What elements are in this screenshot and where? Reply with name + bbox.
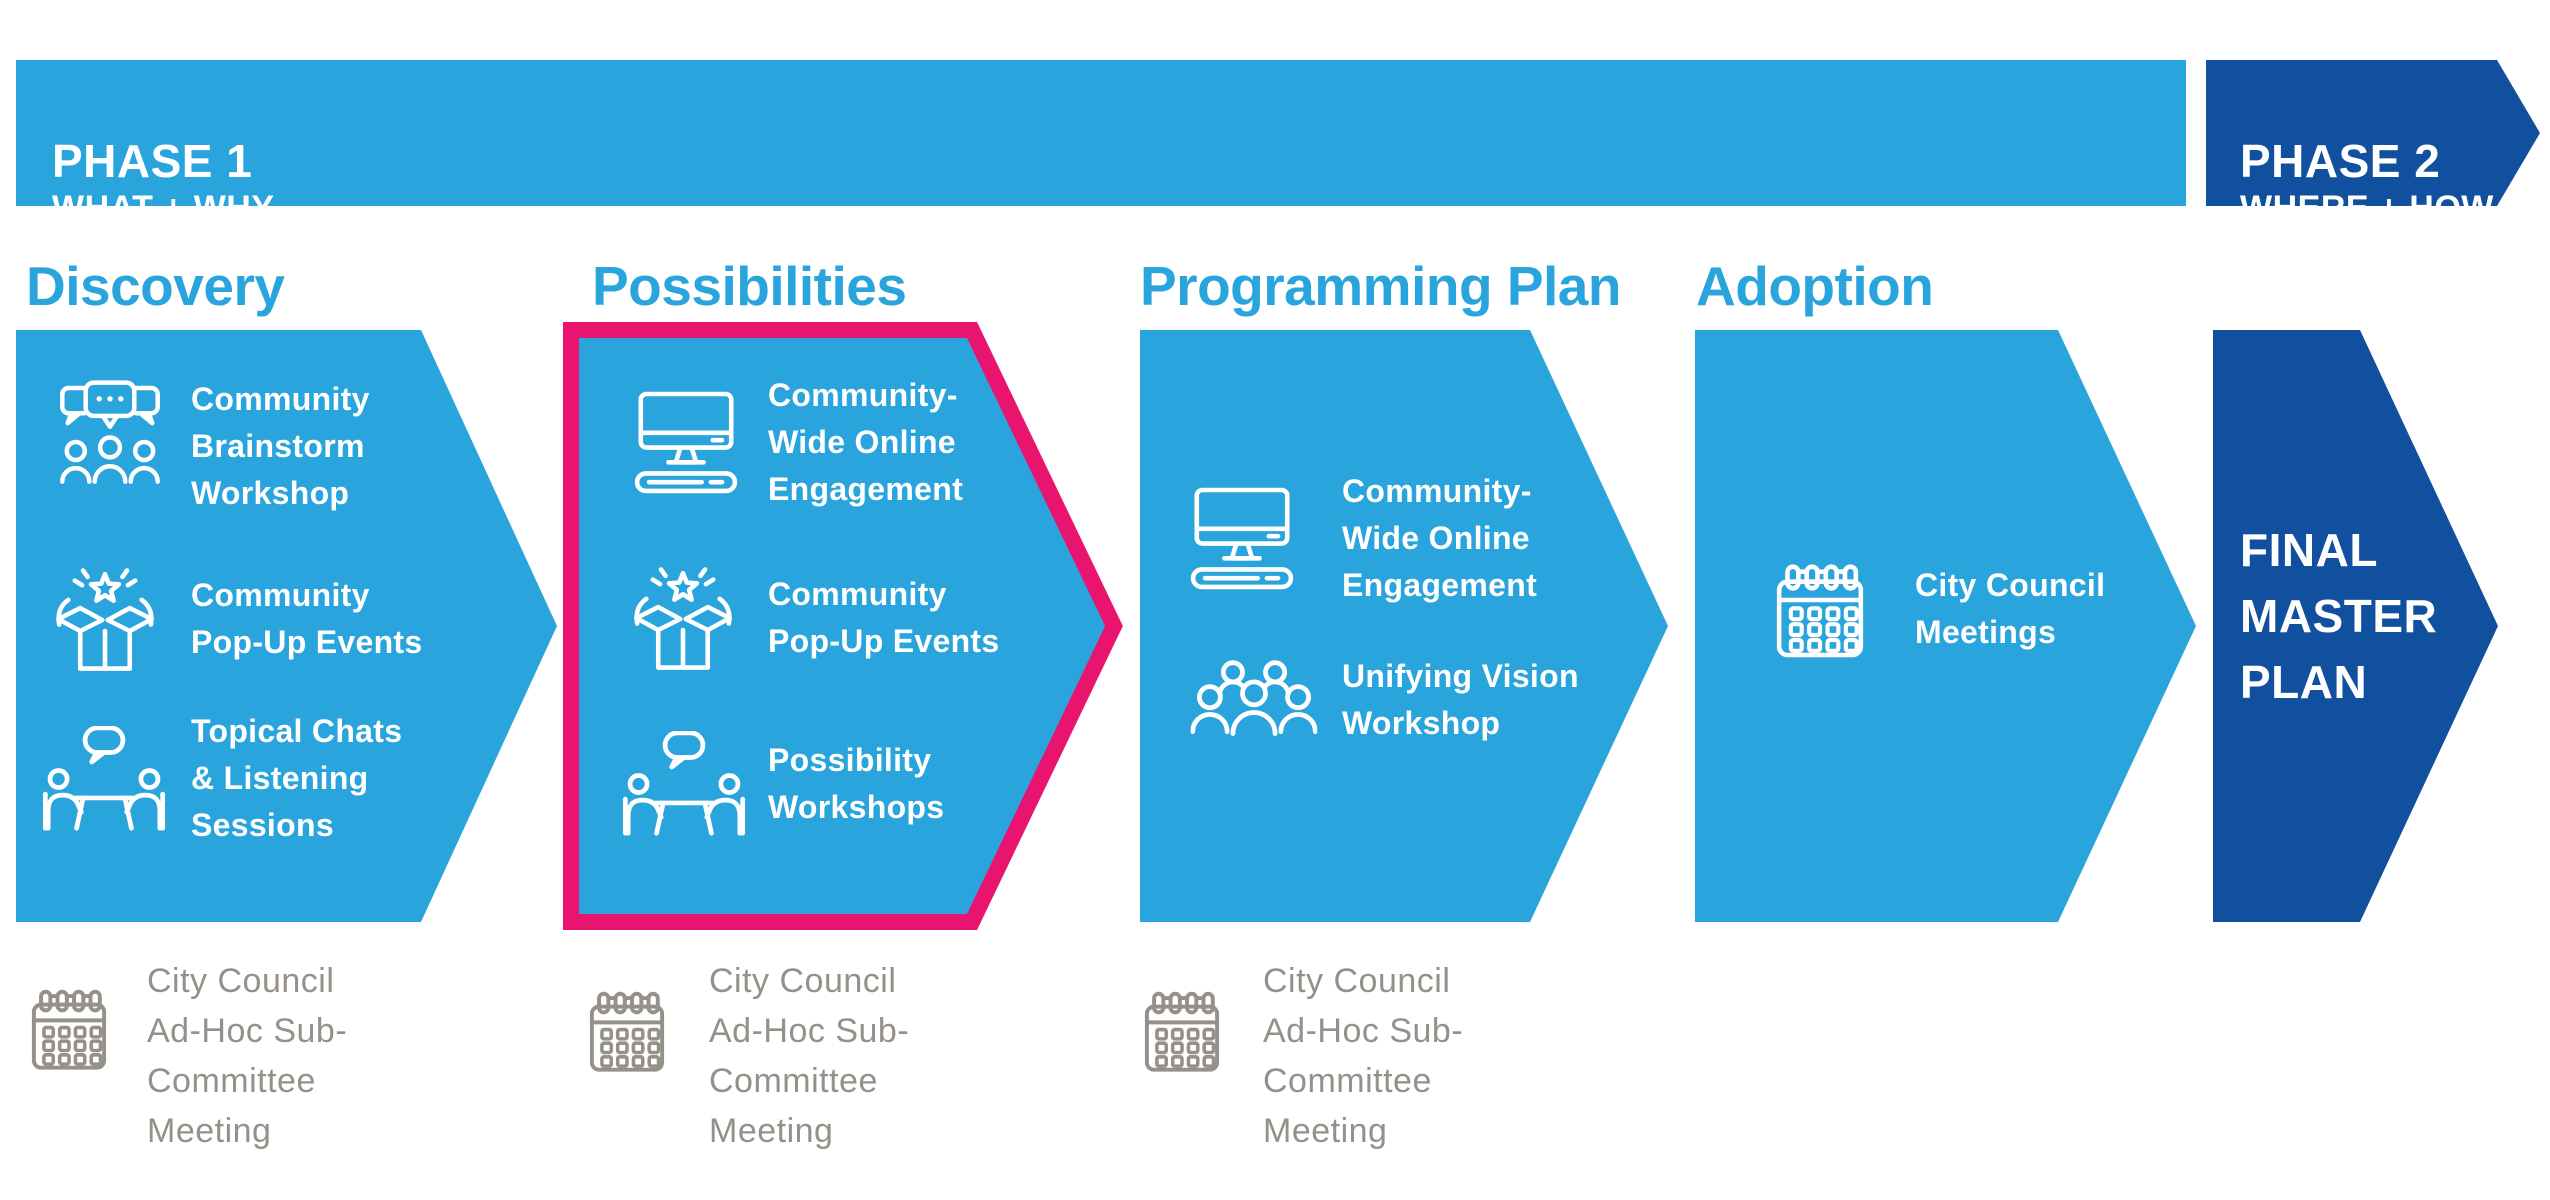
item-label-line: Community bbox=[191, 577, 370, 613]
item-label: Community- Wide Online Engagement bbox=[1342, 468, 1537, 609]
computer-icon bbox=[626, 386, 746, 498]
meeting-note-line: Committee bbox=[147, 1062, 316, 1100]
meeting-note-line: City Council bbox=[1263, 962, 1451, 1000]
heading-adoption: Adoption bbox=[1696, 255, 1934, 317]
item-label-line: Community bbox=[768, 576, 947, 612]
item-label: Community- Wide Online Engagement bbox=[768, 372, 963, 513]
meeting-note-line: Committee bbox=[709, 1062, 878, 1100]
item-label-line: Community bbox=[191, 381, 370, 417]
item-label: Possibility Workshops bbox=[768, 737, 944, 831]
item-label-line: Possibility bbox=[768, 742, 932, 778]
computer-icon bbox=[1182, 482, 1302, 594]
item-label: Community Pop-Up Events bbox=[768, 571, 999, 665]
item-label: Unifying Vision Workshop bbox=[1342, 653, 1579, 747]
item-label-line: Wide Online bbox=[768, 424, 956, 460]
meeting-note: City Council Ad-Hoc Sub- Committee Meeti… bbox=[1263, 956, 1463, 1156]
calendar-icon bbox=[25, 986, 113, 1072]
meeting-note-line: Meeting bbox=[1263, 1112, 1388, 1150]
phase2-subtitle: WHERE + HOW bbox=[2240, 189, 2494, 227]
meeting-note-line: Meeting bbox=[709, 1112, 834, 1150]
phase2-banner-arrow: PHASE 2 WHERE + HOW bbox=[2206, 60, 2540, 206]
item-label: Community Brainstorm Workshop bbox=[191, 376, 370, 517]
programming-plan-arrow-shape bbox=[1140, 330, 1668, 922]
meeting-note-line: Ad-Hoc Sub- bbox=[709, 1012, 910, 1050]
final-label-line: MASTER bbox=[2240, 590, 2438, 642]
meeting-note-line: City Council bbox=[709, 962, 897, 1000]
item-label-line: Workshops bbox=[768, 789, 945, 825]
phase1-banner: PHASE 1 WHAT + WHY bbox=[16, 60, 2186, 227]
meeting-note-line: Committee bbox=[1263, 1062, 1432, 1100]
item-label-line: Engagement bbox=[768, 471, 964, 507]
final-label-line: FINAL bbox=[2240, 524, 2378, 576]
possibilities-arrow-shape-highlighted bbox=[563, 322, 1123, 930]
item-label-line: & Listening bbox=[191, 760, 369, 796]
pop-up-box-icon bbox=[628, 555, 738, 683]
item-label-line: Pop-Up Events bbox=[191, 624, 423, 660]
calendar-icon bbox=[583, 988, 671, 1074]
meeting-note-line: City Council bbox=[147, 962, 335, 1000]
calendar-icon bbox=[1138, 988, 1226, 1074]
item-label: City Council Meetings bbox=[1915, 562, 2105, 656]
item-label-line: Community- bbox=[1342, 473, 1532, 509]
item-label-line: Brainstorm bbox=[191, 428, 365, 464]
meeting-note-line: Meeting bbox=[147, 1112, 272, 1150]
heading-programming-plan: Programming Plan bbox=[1140, 255, 1621, 317]
item-label-line: Topical Chats bbox=[191, 713, 403, 749]
item-label-line: City Council bbox=[1915, 567, 2106, 603]
meeting-note: City Council Ad-Hoc Sub- Committee Meeti… bbox=[147, 956, 347, 1156]
item-label-line: Workshop bbox=[191, 475, 350, 511]
heading-discovery: Discovery bbox=[26, 255, 285, 317]
item-label-line: Engagement bbox=[1342, 567, 1538, 603]
item-label: Community Pop-Up Events bbox=[191, 572, 422, 666]
table-discussion-icon bbox=[618, 731, 750, 837]
phase1-subtitle: WHAT + WHY bbox=[52, 189, 275, 227]
phase2-title: PHASE 2 bbox=[2240, 135, 2441, 187]
item-label-line: Workshop bbox=[1342, 705, 1501, 741]
phase1-title: PHASE 1 bbox=[52, 135, 253, 187]
item-label: Topical Chats & Listening Sessions bbox=[191, 708, 402, 849]
meeting-note: City Council Ad-Hoc Sub- Committee Meeti… bbox=[709, 956, 909, 1156]
heading-possibilities: Possibilities bbox=[592, 255, 907, 317]
item-label-line: Unifying Vision bbox=[1342, 658, 1579, 694]
item-label-line: Community- bbox=[768, 377, 958, 413]
item-label-line: Sessions bbox=[191, 807, 334, 843]
people-group-icon bbox=[1180, 655, 1328, 747]
table-discussion-icon bbox=[40, 726, 168, 832]
pop-up-box-icon bbox=[50, 556, 160, 684]
meeting-note-line: Ad-Hoc Sub- bbox=[147, 1012, 348, 1050]
final-label-line: PLAN bbox=[2240, 656, 2368, 708]
item-label-line: Wide Online bbox=[1342, 520, 1530, 556]
item-label-line: Meetings bbox=[1915, 614, 2057, 650]
meeting-note-line: Ad-Hoc Sub- bbox=[1263, 1012, 1464, 1050]
chat-group-icon bbox=[56, 378, 164, 488]
pink-highlight-outline bbox=[563, 322, 1123, 930]
final-master-plan-label: FINAL MASTER PLAN bbox=[2240, 517, 2437, 715]
calendar-icon bbox=[1764, 560, 1876, 660]
item-label-line: Pop-Up Events bbox=[768, 623, 1000, 659]
